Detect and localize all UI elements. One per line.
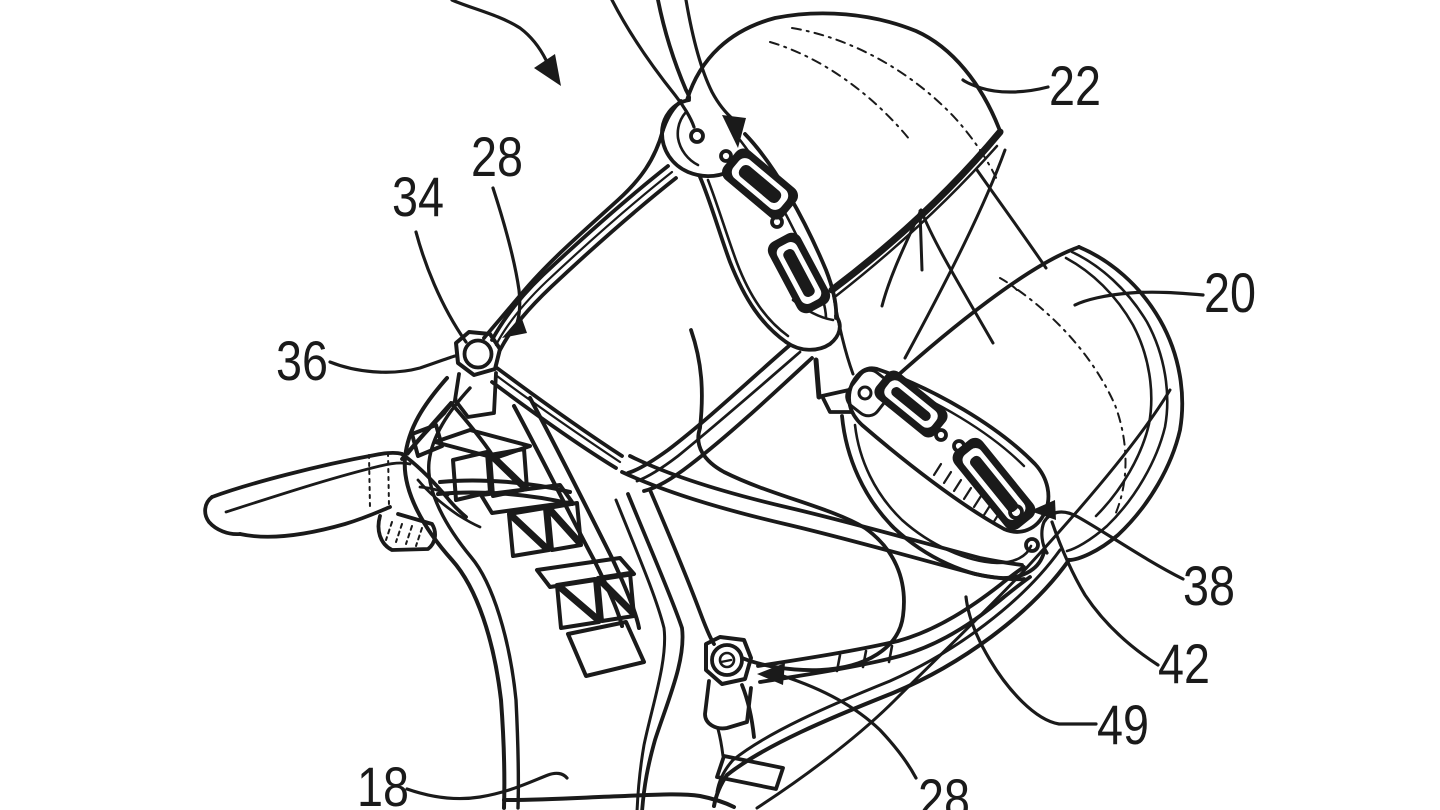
svg-text:49: 49 bbox=[1097, 693, 1149, 756]
svg-text:42: 42 bbox=[1158, 632, 1210, 695]
svg-text:18: 18 bbox=[357, 755, 409, 810]
svg-text:22: 22 bbox=[1049, 54, 1101, 117]
svg-text:28: 28 bbox=[471, 125, 523, 188]
svg-text:20: 20 bbox=[1204, 261, 1256, 324]
svg-text:36: 36 bbox=[276, 329, 328, 392]
svg-text:28: 28 bbox=[918, 767, 970, 810]
svg-text:34: 34 bbox=[392, 165, 444, 228]
svg-text:38: 38 bbox=[1183, 554, 1235, 617]
